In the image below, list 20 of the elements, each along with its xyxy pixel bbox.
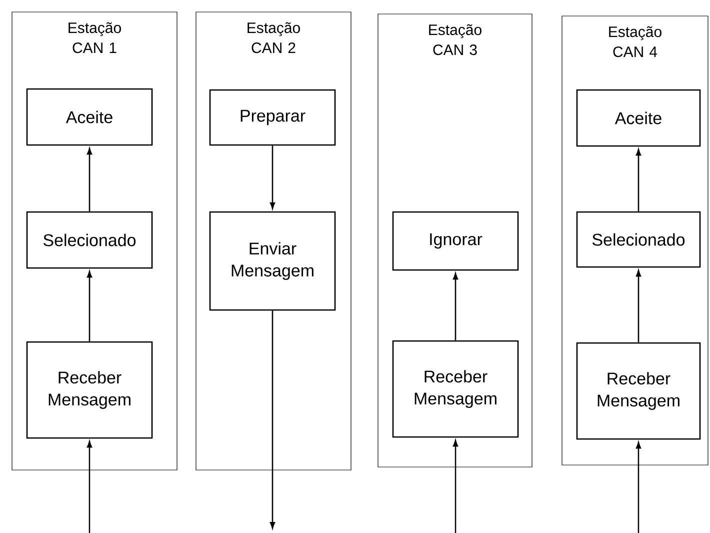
process-box: Aceite <box>576 89 701 147</box>
arrow <box>452 273 458 340</box>
process-box: Aceite <box>26 88 153 146</box>
process-box: Selecionado <box>26 211 153 269</box>
process-box: Receber Mensagem <box>392 340 519 438</box>
arrow <box>452 440 458 533</box>
process-box: Receber Mensagem <box>576 342 701 440</box>
arrow <box>270 310 276 529</box>
arrow <box>270 146 276 209</box>
arrow <box>86 148 92 212</box>
arrow <box>636 442 642 533</box>
arrow <box>636 149 642 212</box>
process-box: Receber Mensagem <box>26 341 153 439</box>
process-box: Selecionado <box>576 211 701 268</box>
process-box: Preparar <box>209 89 336 146</box>
arrow <box>636 270 642 342</box>
arrow <box>86 441 92 533</box>
process-box: Ignorar <box>392 211 519 271</box>
arrow <box>86 271 92 342</box>
process-box: Enviar Mensagem <box>209 211 336 311</box>
